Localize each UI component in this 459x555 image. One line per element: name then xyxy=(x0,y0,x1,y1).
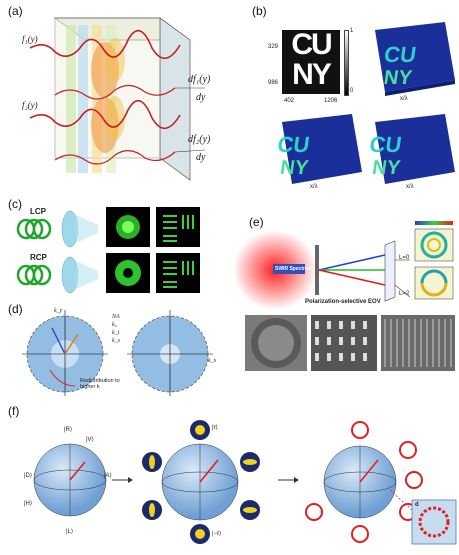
ks-label: k_s xyxy=(112,338,120,344)
panel-f-diagram xyxy=(33,420,457,545)
axis-x-3: x/λ xyxy=(406,184,414,190)
k0-label: k₀ xyxy=(112,322,117,328)
state-R: |R⟩ xyxy=(64,427,73,433)
redistribution-label: Redistribution to higher k xyxy=(80,378,120,390)
inset-label: d xyxy=(415,502,419,508)
state-l: |ℓ⟩ xyxy=(212,425,218,431)
df1-label: df₁(y) xyxy=(188,74,211,85)
panel-b: (b) CU NY 1 0 329 986 402 1206 CU NY CU … xyxy=(240,0,459,190)
kt-label: k_t xyxy=(112,330,120,336)
panel-a-diagram xyxy=(29,17,206,181)
svg-text:CU: CU xyxy=(383,42,418,67)
svg-text:NY: NY xyxy=(371,157,402,179)
state-H: |H⟩ xyxy=(24,501,33,507)
panel-c-label: (c) xyxy=(8,197,22,211)
tick-329: 329 xyxy=(268,44,279,50)
panel-c-diagram xyxy=(16,207,200,294)
kx-label: k_x xyxy=(208,358,217,364)
ky-label: k_y xyxy=(54,308,63,314)
lcp-label: LCP xyxy=(30,207,46,216)
svg-text:NY: NY xyxy=(279,157,310,179)
svg-text:CU: CU xyxy=(368,132,403,157)
l0-label: L=0 xyxy=(399,255,410,261)
cuny-top: CU xyxy=(291,28,332,61)
tick-986: 986 xyxy=(268,80,279,86)
panel-a: (a) f₁(y) f₂(y) df₁(y) dy df₂(y) dy xyxy=(0,0,230,190)
panel-a-label: (a) xyxy=(8,4,23,18)
state-D: |D⟩ xyxy=(24,473,33,479)
tick-402: 402 xyxy=(284,98,295,104)
panel-d: (d) k_y k_x NA k₀ k_t k_s Redistribution… xyxy=(0,300,235,400)
swir-label: SWIR Spectrum xyxy=(275,266,313,272)
rcp-label: RCP xyxy=(30,253,47,262)
svg-text:CU: CU xyxy=(276,132,311,157)
df2-label: df₂(y) xyxy=(188,134,211,145)
panel-b-3d-plots: CU NY CU NY CU NY xyxy=(276,22,455,184)
df2-dy: dy xyxy=(196,152,206,163)
colorbar-bottom: 0 xyxy=(350,88,354,94)
panel-e-label: (e) xyxy=(249,215,264,229)
tick-1206: 1206 xyxy=(324,98,338,104)
f2-label: f₂(y) xyxy=(22,100,38,110)
panel-f-label: (f) xyxy=(8,404,20,418)
cuny-bottom: NY xyxy=(292,58,332,91)
eov-label: Polarization-selective EOV xyxy=(305,299,381,305)
df1-dy: dy xyxy=(196,92,206,103)
svg-text:NY: NY xyxy=(382,67,413,89)
colorbar-top: 1 xyxy=(350,28,354,34)
panel-f: (f) xyxy=(0,400,459,550)
panel-d-label: (d) xyxy=(8,302,23,316)
f1-label: f₁(y) xyxy=(22,34,38,44)
panel-d-diagram xyxy=(22,310,213,396)
panel-e: (e) xyxy=(233,215,459,375)
state-A: |A⟩ xyxy=(104,473,112,479)
cuny-logo: CU NY xyxy=(282,30,340,94)
colorbar xyxy=(344,30,349,96)
panel-e-diagram xyxy=(233,221,455,371)
l2-label: L=2 xyxy=(399,291,410,297)
na-label: NA xyxy=(112,314,120,320)
axis-x-1: x/λ xyxy=(400,96,408,102)
panel-c: (c) LCP RCP xyxy=(0,195,230,300)
state-V: |V⟩ xyxy=(86,437,94,443)
axis-x-2: x/λ xyxy=(310,184,318,190)
state-minus-l: |−ℓ⟩ xyxy=(212,531,222,537)
state-L: |L⟩ xyxy=(66,529,74,535)
panel-b-label: (b) xyxy=(252,4,267,18)
